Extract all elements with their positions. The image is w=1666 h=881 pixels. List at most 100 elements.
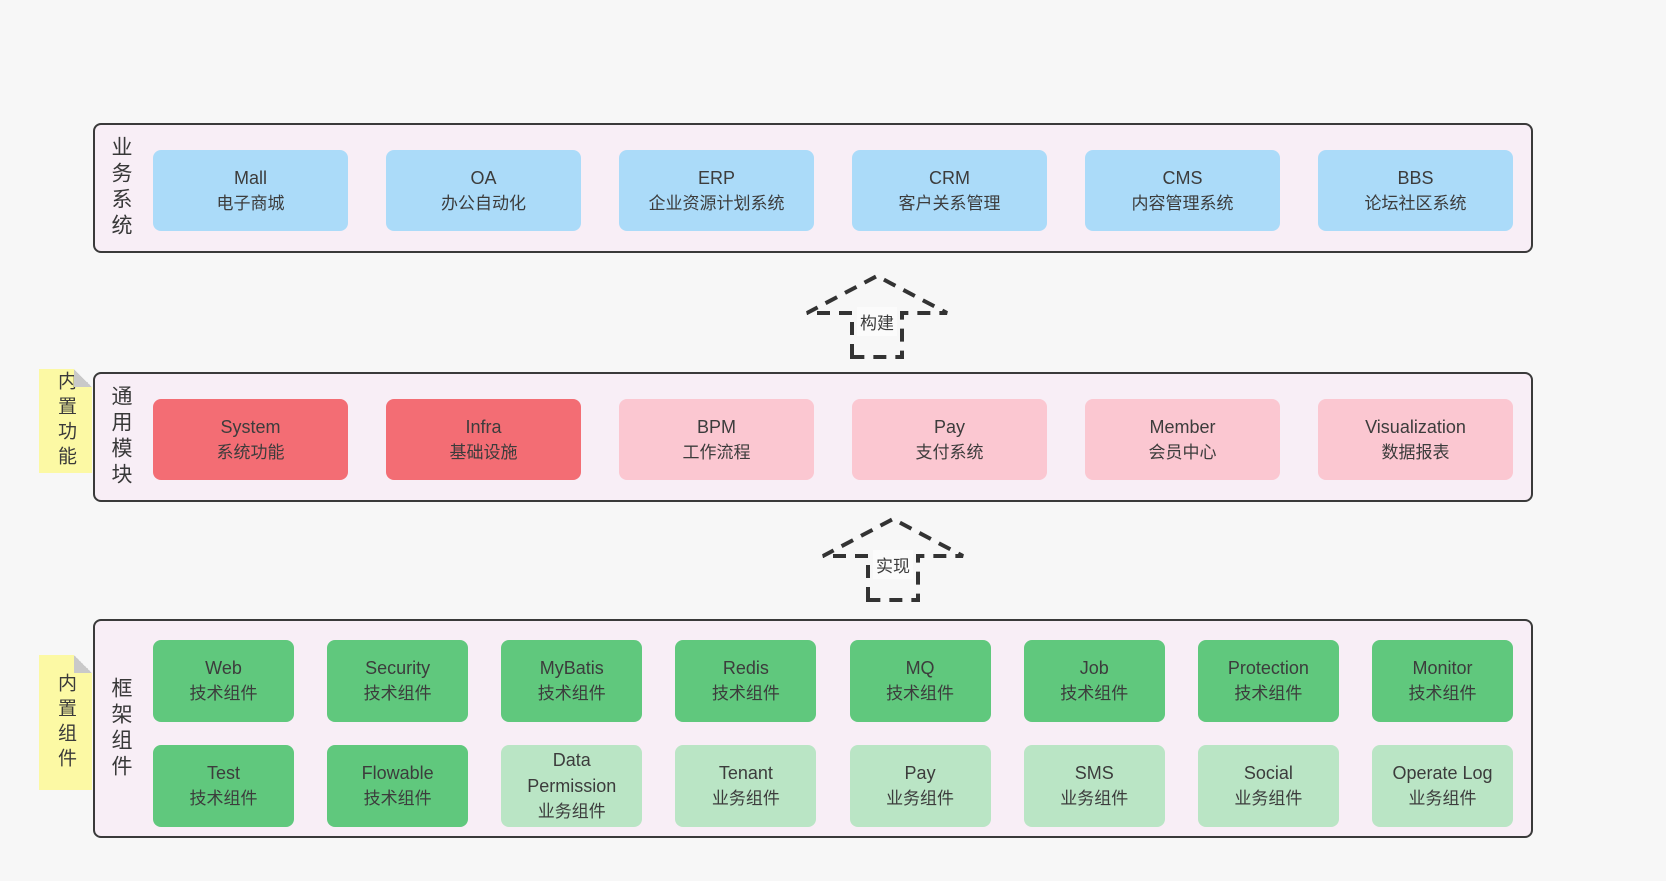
box-title: BPM [696,416,736,437]
panel-modules-label: 通用模块 [109,385,132,489]
box-title: ERP [697,167,735,188]
box-bbs: BBS 论坛社区系统 [1318,150,1513,231]
box-pay: Pay 支付系统 [852,399,1047,480]
box-mq: MQ 技术组件 [849,640,991,722]
box-member: Member 会员中心 [1085,399,1280,480]
box-title: BBS [1397,167,1434,188]
sticky-builtin-features-label: 内置功能 [55,371,76,471]
box-subtitle: 内容管理系统 [1131,193,1234,213]
box-title: Test [206,763,240,783]
folded-corner-icon [74,655,92,673]
box-subtitle: 业务组件 [1234,789,1303,808]
dashed-up-arrow-icon [822,516,964,602]
box-title: Visualization [1365,416,1466,437]
box-subtitle: 业务组件 [1408,789,1477,808]
box-bpm: BPM 工作流程 [619,399,814,480]
box-subtitle: 技术组件 [189,789,258,808]
box-subtitle: 基础设施 [449,442,518,462]
panel-business-label: 业务系统 [109,136,132,240]
box-title: Monitor [1412,658,1473,678]
box-subtitle: 技术组件 [363,684,432,703]
box-pay: Pay 业务组件 [849,745,991,827]
box-subtitle: 技术组件 [1060,684,1129,703]
box-subtitle: 支付系统 [915,442,984,462]
box-erp: ERP 企业资源计划系统 [619,150,814,231]
box-oa: OA 办公自动化 [386,150,581,231]
box-title: Member [1149,416,1216,437]
box-title: CMS [1162,167,1203,188]
box-protection: Protection 技术组件 [1197,640,1339,722]
box-subtitle: 论坛社区系统 [1364,193,1467,213]
box-subtitle: 会员中心 [1148,442,1217,462]
box-subtitle: 系统功能 [216,442,285,462]
box-title: Redis [722,658,769,678]
box-subtitle: 办公自动化 [441,193,526,213]
sticky-note-builtin-components: 内置组件 [39,655,92,790]
box-subtitle: 数据报表 [1381,442,1450,462]
box-subtitle: 技术组件 [189,684,258,703]
box-social: Social 业务组件 [1197,745,1339,827]
box-sms: SMS 业务组件 [1023,745,1165,827]
folded-corner-icon [74,369,92,387]
box-title: Web [205,658,242,678]
box-title: Protection [1227,658,1309,678]
box-subtitle: 技术组件 [363,789,432,808]
box-title: System [220,416,281,437]
box-title: Pay [933,416,966,437]
box-subtitle: 业务组件 [886,789,955,808]
dashed-up-arrow-icon [806,273,948,359]
box-title: MyBatis [539,658,604,678]
arrow-build-label: 构建 [857,307,897,336]
box-web: Web 技术组件 [153,640,294,722]
box-tenant: Tenant 业务组件 [675,745,817,827]
box-subtitle: 技术组件 [711,684,780,703]
panel-components-label: 框架组件 [109,676,132,781]
sticky-builtin-components-label: 内置组件 [55,672,76,773]
arrow-implement-label: 实现 [873,550,913,579]
box-redis: Redis 技术组件 [675,640,817,722]
box-monitor: Monitor 技术组件 [1371,640,1513,722]
box-system: System 系统功能 [153,399,348,480]
box-subtitle: 技术组件 [1408,684,1477,703]
box-title: Pay [904,763,936,783]
box-subtitle: 企业资源计划系统 [648,193,785,213]
box-subtitle: 业务组件 [711,789,780,808]
box-title: MQ [905,658,935,678]
box-infra: Infra 基础设施 [386,399,581,480]
box-subtitle: 业务组件 [1060,789,1129,808]
box-title: OA [470,167,497,188]
box-title: Social [1243,763,1293,783]
modules-box-row: System 系统功能 Infra 基础设施 BPM 工作流程 Pay 支付系统 Member 会… [153,399,1513,480]
box-mybatis: MyBatis 技术组件 [501,640,643,722]
box-cms: CMS 内容管理系统 [1085,150,1280,231]
box-subtitle: 客户关系管理 [898,193,1001,213]
box-title: Infra [465,416,502,437]
box-data-permission: Data Permission 业务组件 [501,745,643,827]
box-title: SMS [1074,763,1114,783]
box-subtitle: 技术组件 [537,684,606,703]
box-title: Flowable [361,763,434,783]
arrow-implement: 实现 [821,516,965,602]
box-security: Security 技术组件 [327,640,469,722]
box-flowable: Flowable 技术组件 [327,745,469,827]
box-title: CRM [929,167,970,188]
sticky-note-builtin-features: 内置功能 [39,369,92,473]
box-subtitle: 技术组件 [1234,684,1303,703]
box-subtitle: 技术组件 [886,684,955,703]
box-subtitle: 业务组件 [537,802,606,821]
box-title: Operate Log [1392,763,1493,783]
panel-common-modules: 通用模块 System 系统功能 Infra 基础设施 BPM 工作流程 Pay 支付系统 Me… [93,372,1533,502]
box-title: Security [365,658,431,678]
box-subtitle: 电子商城 [216,193,285,213]
box-crm: CRM 客户关系管理 [852,150,1047,231]
box-visualization: Visualization 数据报表 [1318,399,1513,480]
box-title: Data Permission [527,750,617,796]
box-subtitle: 工作流程 [682,442,751,462]
box-title: Tenant [718,763,773,783]
